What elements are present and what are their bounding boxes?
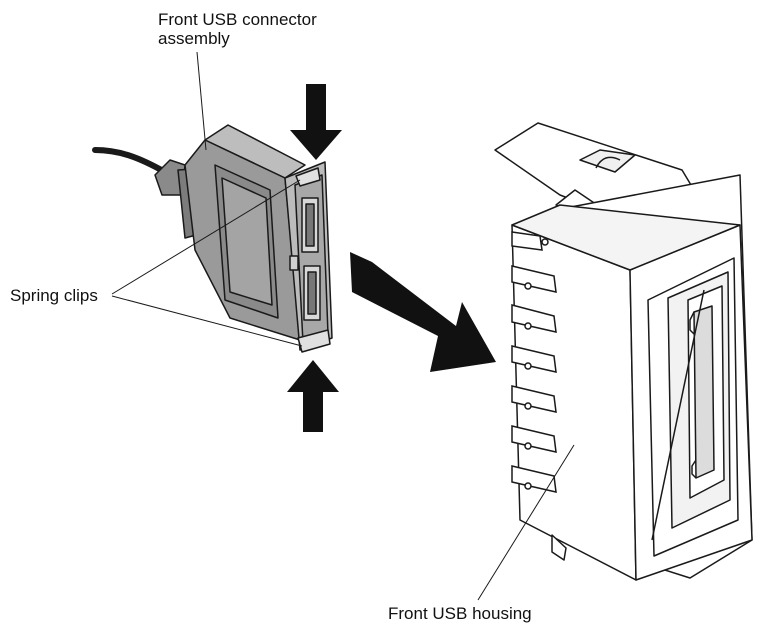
arrow-up-icon	[287, 360, 339, 432]
usb-housing-label: Front USB housing	[388, 604, 532, 623]
usb-cable	[92, 147, 168, 175]
leader-connector-assembly	[196, 51, 207, 151]
leader-spring-clip-top	[111, 179, 301, 295]
arrow-down-icon	[290, 84, 342, 160]
arrow-right-icon	[350, 252, 496, 372]
leader-lines	[111, 51, 575, 601]
usb-connector-assembly	[154, 124, 333, 353]
connector-assembly-label-line2: assembly	[158, 29, 230, 48]
usb-housing	[494, 122, 753, 581]
leader-spring-clip-bottom	[111, 295, 303, 347]
connector-assembly-label-line1: Front USB connector	[158, 10, 317, 29]
spring-clips-label: Spring clips	[10, 286, 98, 305]
leader-usb-housing	[477, 444, 575, 601]
housing-vent-slots	[511, 231, 557, 493]
connector-assembly-label: Front USB connector assembly	[158, 10, 317, 48]
